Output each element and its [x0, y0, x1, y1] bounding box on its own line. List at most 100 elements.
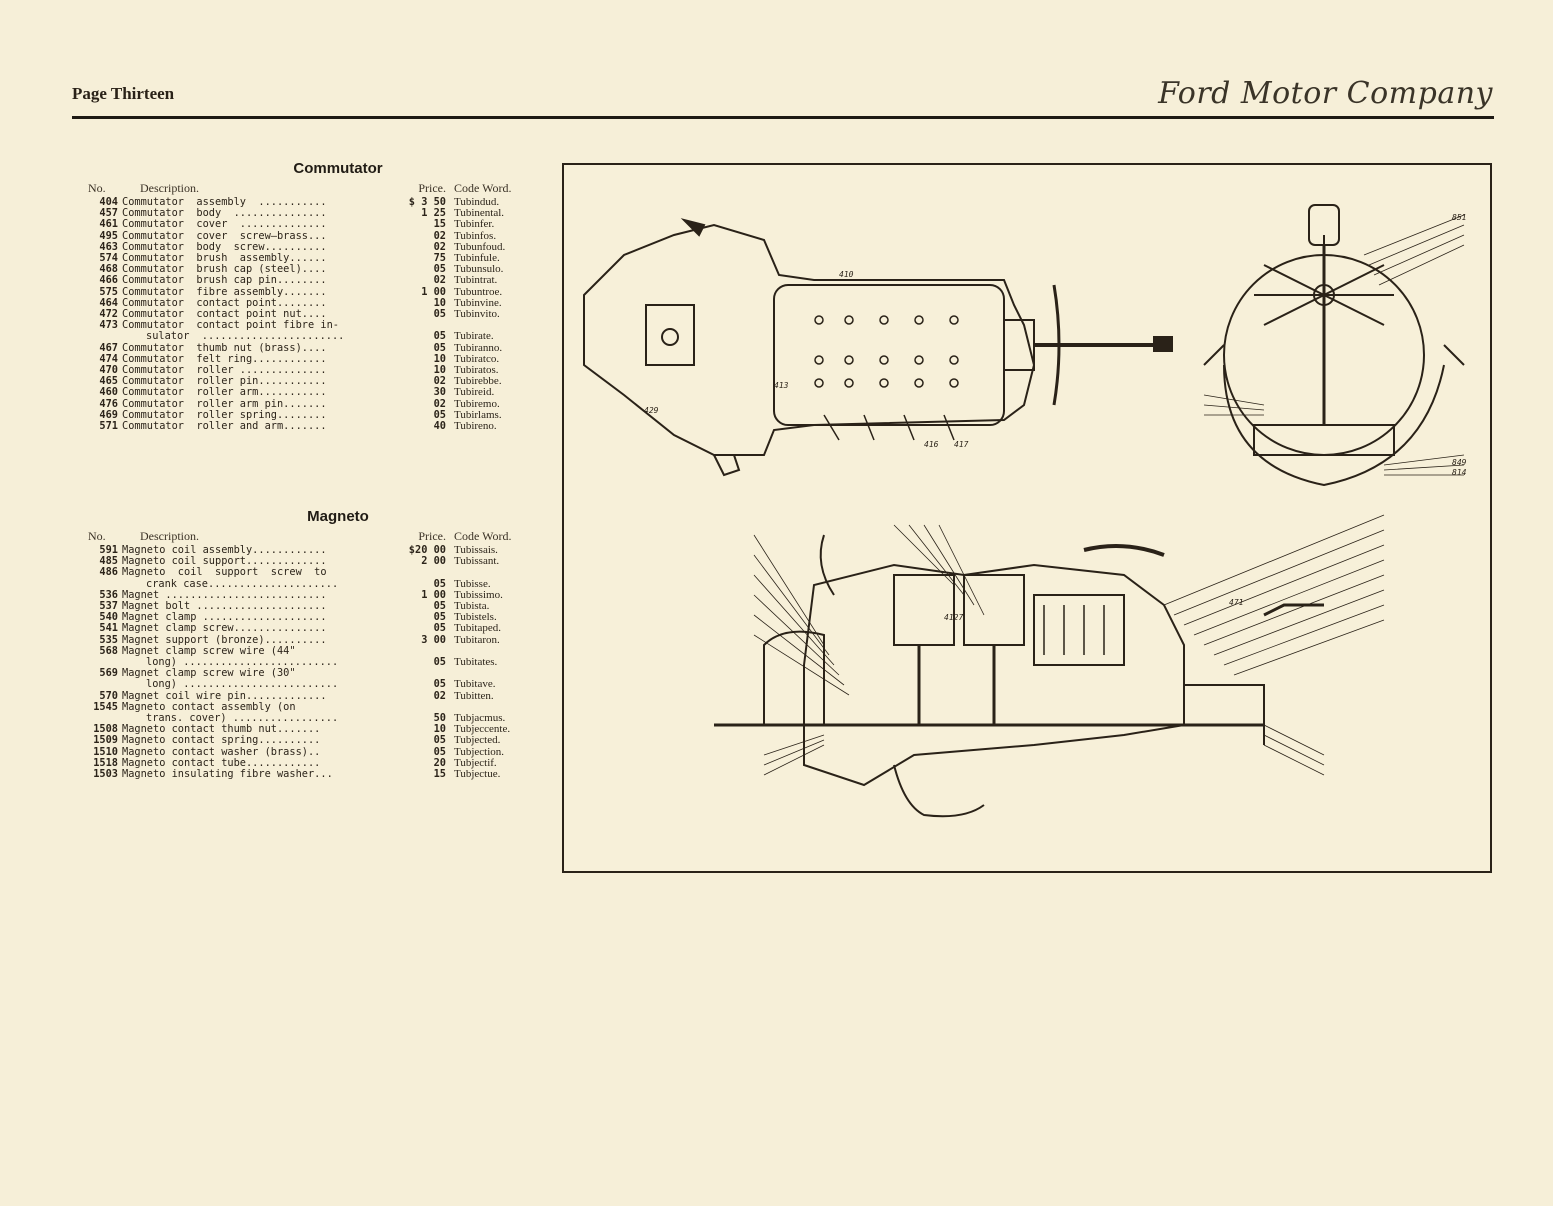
part-number: 467: [99, 342, 118, 354]
part-code-word: Tubista.: [454, 600, 490, 613]
part-code-word: Tubitten.: [454, 689, 494, 702]
part-code-word: Tubirate.: [454, 330, 494, 343]
part-number: 472: [99, 309, 118, 321]
part-price: 10: [433, 352, 446, 365]
part-number: 485: [99, 556, 118, 568]
part-code-word: Tubjected.: [454, 734, 501, 747]
part-code-word: Tubistels.: [454, 611, 497, 624]
col-code-word: Code Word.: [454, 181, 512, 195]
part-number: 470: [99, 365, 118, 377]
part-description: Commutator brush cap (steel)....: [122, 264, 327, 276]
part-number: 1508: [93, 724, 118, 736]
part-number: 1518: [93, 757, 118, 769]
col-no: No.: [88, 181, 106, 195]
part-description: Magneto contact thumb nut.......: [122, 724, 321, 736]
magneto-parts-list: Magneto No.Description. Price. Code Word…: [88, 508, 528, 780]
part-description: Commutator thumb nut (brass)....: [122, 342, 327, 354]
part-code-word: Tubjacmus.: [454, 712, 506, 725]
column-headers: No.Description. Price. Code Word.: [88, 529, 528, 544]
part-description: Magnet bolt .....................: [122, 601, 327, 613]
col-price: Price.: [418, 529, 446, 543]
part-description: Magneto coil support.............: [122, 556, 327, 568]
part-number: 1510: [93, 746, 118, 758]
part-price: 05: [433, 308, 446, 321]
part-number: 574: [99, 253, 118, 265]
part-description: Magnet clamp ....................: [122, 612, 327, 624]
part-number: 476: [99, 398, 118, 410]
part-code-word: Tubindud.: [454, 196, 500, 208]
part-price: 15: [433, 218, 446, 231]
section-title: Magneto: [307, 508, 369, 525]
part-number: 466: [99, 275, 118, 287]
part-description: Commutator brush assembly......: [122, 253, 327, 265]
part-description: Commutator cover ..............: [122, 219, 327, 231]
part-price: 30: [433, 386, 446, 399]
part-description-cell: 1508 Magneto contact thumb nut.......: [88, 724, 388, 735]
label-471: 471: [1229, 598, 1243, 607]
part-price: 3 00: [421, 633, 446, 646]
part-number: 537: [99, 601, 118, 613]
part-code-word: Tubunsulo.: [454, 263, 504, 276]
part-description: Magneto contact spring..........: [122, 735, 321, 747]
part-code-word: Tubissant.: [454, 555, 500, 568]
part-description: long) .........................: [146, 679, 339, 691]
part-description: Magneto contact assembly (on: [122, 701, 296, 713]
part-code-word: Tubitaped.: [454, 622, 501, 635]
part-code-word: Tubjeccente.: [454, 723, 511, 736]
part-number: 469: [99, 409, 118, 421]
ford-motor-company-logo: Ford Motor Company: [1158, 76, 1493, 111]
part-price: 05: [433, 734, 446, 747]
part-description: Commutator roller arm...........: [122, 387, 327, 399]
part-price: 50: [433, 712, 446, 725]
part-price: [388, 567, 446, 578]
part-number: 575: [99, 286, 118, 298]
section-title: Commutator: [293, 160, 383, 177]
part-price: 05: [433, 600, 446, 613]
part-code-word: Tubjectif.: [454, 756, 497, 769]
part-description: Commutator brush cap pin........: [122, 275, 327, 287]
part-code-word: Tubjection.: [454, 745, 505, 758]
label-416: 416: [924, 440, 939, 449]
part-price: 05: [433, 622, 446, 635]
part-number: 464: [99, 297, 118, 309]
part-description-cell: 476 Commutator roller arm pin.......: [88, 399, 388, 410]
part-number: 461: [99, 219, 118, 231]
part-price: 05: [433, 341, 446, 354]
part-description-cell: long) .........................: [88, 657, 388, 668]
part-code-word: Tubiratos.: [454, 364, 499, 377]
part-number: 463: [99, 241, 118, 253]
part-description-cell: 485 Magneto coil support.............: [88, 556, 388, 567]
part-code-word: Tubinfos.: [454, 229, 497, 242]
engine-top-view: [583, 218, 1173, 477]
part-description: Commutator contact point fibre in-: [122, 320, 339, 332]
part-description: Commutator roller arm pin.......: [122, 398, 327, 410]
part-number: 1503: [93, 769, 118, 781]
part-price: 20: [433, 756, 446, 769]
col-price: Price.: [418, 181, 446, 195]
part-number: 486: [99, 567, 118, 579]
part-description: Magnet clamp screw...............: [122, 623, 327, 635]
part-code-word: Tubinfule.: [454, 252, 500, 265]
part-code-word: Tubisse.: [454, 577, 491, 590]
label-410: 410: [839, 270, 854, 279]
